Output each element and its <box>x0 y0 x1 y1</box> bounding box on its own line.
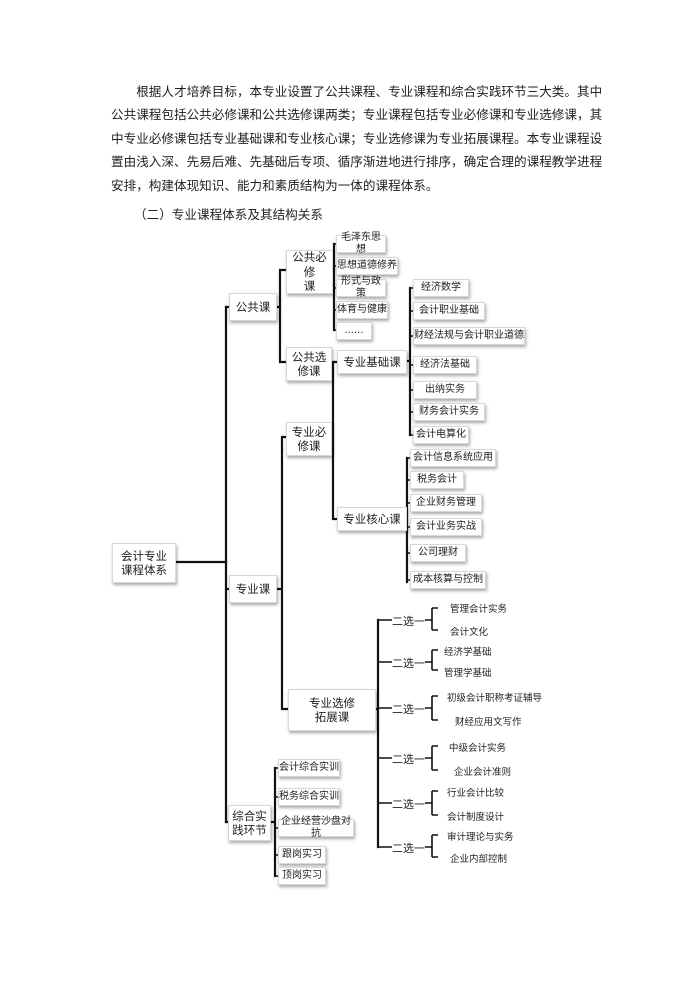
elective-course-item: 会计文化 <box>450 627 489 638</box>
basic-course-item: 经济数学 <box>413 279 469 297</box>
basic-courses-node: 专业基础课 <box>337 350 407 374</box>
core-course-item: 成本核算与控制 <box>410 571 486 589</box>
practice-item: 税务综合实训 <box>278 788 340 806</box>
elective-course-item: 会计制度设计 <box>447 812 505 823</box>
public-required-node: 公共必修 课 <box>286 250 333 294</box>
public-required-item: ...... <box>336 322 372 340</box>
elective-course-item: 行业会计比较 <box>447 788 505 799</box>
public-required-item: 毛泽东思想 <box>336 232 386 255</box>
elective-course-item: 经济学基础 <box>444 647 492 658</box>
practice-item: 会计综合实训 <box>278 759 340 777</box>
elective-course-item: 管理会计实务 <box>450 604 508 615</box>
elective-course-item: 财经应用文写作 <box>455 717 522 728</box>
basic-course-item: 经济法基础 <box>413 356 477 374</box>
elective-course-item: 企业会计准则 <box>454 767 512 778</box>
public-required-item: 思想道德修养 <box>336 257 398 275</box>
elective-group-label: 二选一 <box>392 842 425 855</box>
core-course-item: 公司理财 <box>410 544 466 562</box>
major-required-node: 专业必 修课 <box>286 422 332 456</box>
core-course-item: 会计业务实战 <box>410 518 482 536</box>
intro-paragraph: 根据人才培养目标，本专业设置了公共课程、专业课程和综合实践环节三大类。其中公共课… <box>111 84 603 193</box>
major-courses-node: 专业课 <box>229 575 277 603</box>
basic-course-item: 会计电算化 <box>413 426 469 444</box>
elective-group-label: 二选一 <box>392 657 425 670</box>
practice-node: 综合实 践环节 <box>228 805 271 841</box>
major-elective-node: 专业选修 拓展课 <box>288 689 376 731</box>
practice-item: 企业经营沙盘对抗 <box>278 816 354 839</box>
elective-course-item: 企业内部控制 <box>450 854 508 865</box>
core-courses-node: 专业核心课 <box>337 507 407 531</box>
core-course-item: 税务会计 <box>410 471 464 489</box>
root-node: 会计专业 课程体系 <box>112 543 176 583</box>
basic-course-item: 会计职业基础 <box>413 302 485 320</box>
basic-course-item: 出纳实务 <box>413 381 477 399</box>
basic-course-item: 财经法规与会计职业道德 <box>413 327 525 345</box>
elective-group-label: 二选一 <box>392 703 425 716</box>
section-heading: （二）专业课程体系及其结构关系 <box>134 207 323 222</box>
core-course-item: 会计信息系统应用 <box>410 449 496 467</box>
elective-course-item: 中级会计实务 <box>449 743 507 754</box>
elective-group-label: 二选一 <box>392 615 425 628</box>
public-courses-node: 公共课 <box>229 293 277 321</box>
practice-item: 顶岗实习 <box>278 867 326 885</box>
elective-course-item: 初级会计职称考证辅导 <box>447 693 543 704</box>
elective-group-label: 二选一 <box>392 753 425 766</box>
public-required-item: 形式与政策 <box>336 276 386 299</box>
elective-course-item: 管理学基础 <box>444 668 492 679</box>
elective-group-label: 二选一 <box>392 798 425 811</box>
public-required-item: 体育与健康 <box>336 301 388 319</box>
core-course-item: 企业财务管理 <box>410 494 482 512</box>
practice-item: 跟岗实习 <box>278 846 326 864</box>
elective-course-item: 审计理论与实务 <box>447 832 514 843</box>
basic-course-item: 财务会计实务 <box>413 403 485 421</box>
public-elective-node: 公共选 修课 <box>286 347 332 381</box>
